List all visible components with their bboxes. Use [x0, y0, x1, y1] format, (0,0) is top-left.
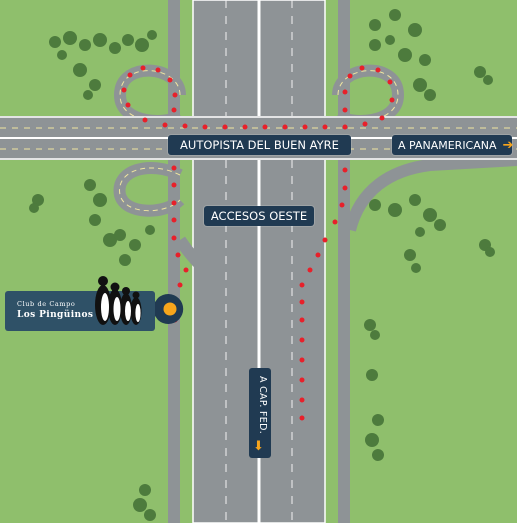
tree-clusters	[29, 9, 495, 521]
trees-left-middle	[29, 179, 155, 266]
panamericana-text: A PANAMERICANA	[398, 138, 497, 152]
trees-top-left	[49, 30, 157, 100]
autopista-text: AUTOPISTA DEL BUEN AYRE	[180, 138, 339, 152]
route-path	[121, 65, 395, 421]
arrow-down-icon: ⬇	[253, 439, 264, 454]
trees-bottom-left	[133, 484, 156, 521]
cap-fed-text: A CAP. FED.	[257, 376, 268, 435]
accesos-oeste-text: ACCESOS OESTE	[210, 209, 308, 223]
trees-right-bottom	[364, 319, 384, 461]
panamericana-label[interactable]: A PANAMERICANA ➔	[392, 135, 514, 155]
club-name: Los Pingüinos	[17, 310, 94, 320]
penguins-logo	[95, 276, 142, 325]
location-pin-icon[interactable]	[150, 294, 184, 325]
club-badge[interactable]: Club de Campo Los Pingüinos	[5, 276, 155, 331]
cap-fed-label[interactable]: A CAP. FED. ⬇	[249, 368, 271, 458]
trees-right-middle	[369, 194, 495, 273]
trees-top-right	[369, 9, 493, 101]
accesos-oeste-label: ACCESOS OESTE	[204, 206, 314, 226]
club-subtitle: Club de Campo	[17, 300, 76, 308]
autopista-label: AUTOPISTA DEL BUEN AYRE	[168, 135, 351, 155]
arrow-right-icon: ➔	[502, 137, 514, 153]
